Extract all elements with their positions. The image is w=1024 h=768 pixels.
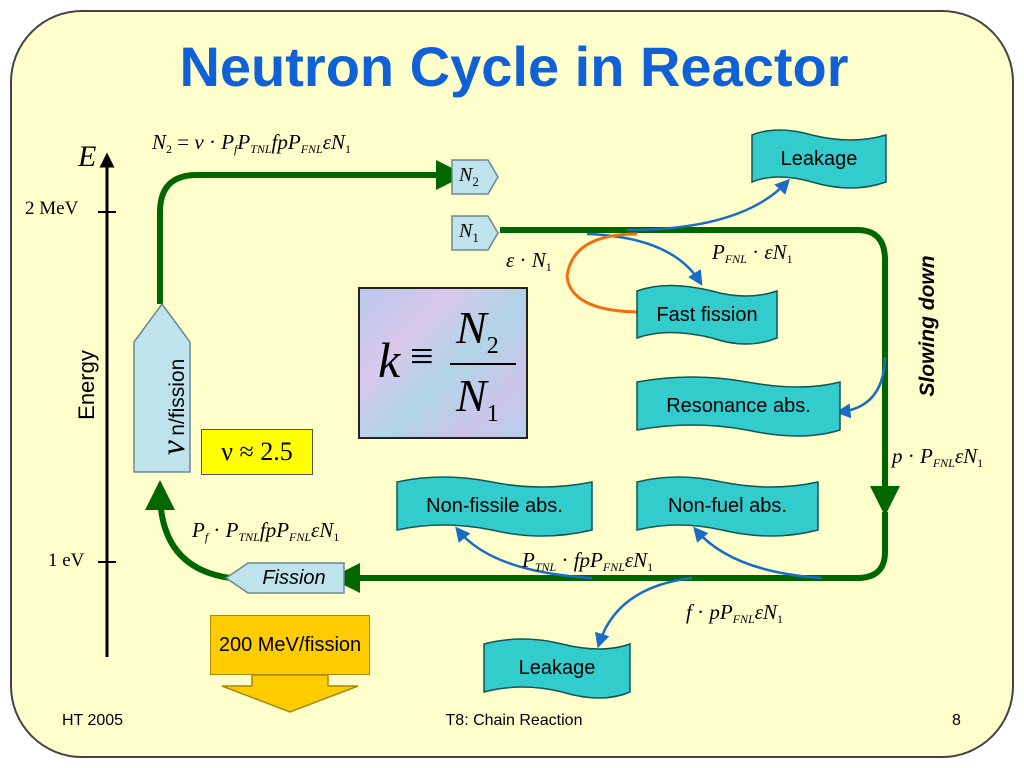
- fission-shape: [224, 562, 345, 594]
- flow-to-leakage-top: [626, 178, 791, 232]
- cycle-diagram: [98, 129, 900, 713]
- flow-to-non-fissile: [455, 526, 593, 580]
- n2-shape: [451, 159, 499, 195]
- leakage-top-shape: [751, 129, 887, 189]
- k-denominator: N1: [456, 370, 499, 428]
- non-fuel-label: Non-fuel abs.: [668, 495, 787, 517]
- mev-arrow-shape: [221, 674, 359, 713]
- eq-eps-n1: ε · N1: [506, 248, 552, 274]
- nu-fission-text: n/fission: [166, 358, 189, 436]
- flow-to-resonance: [835, 356, 887, 419]
- k-symbol: k: [378, 332, 401, 388]
- path-n1-slowing: [500, 227, 900, 516]
- nu-value-box: ν ≈ 2.5: [201, 429, 313, 475]
- axis-e-symbol: E: [78, 140, 97, 173]
- energy-axis-label: Energy: [74, 350, 99, 420]
- nu-fission-shape: [133, 302, 191, 473]
- nu-symbol: ν: [155, 440, 192, 456]
- slowing-down-label: Slowing down: [916, 255, 939, 397]
- fast-fission-label: Fast fission: [656, 304, 758, 326]
- fast-fission-loop: [565, 232, 643, 314]
- n1-shape: [451, 215, 499, 251]
- footer-right: 8: [952, 712, 961, 729]
- resonance-label: Resonance abs.: [666, 395, 811, 417]
- leakage-bottom-label: Leakage: [518, 657, 596, 679]
- path-up-to-n2: [157, 160, 466, 304]
- mev-box: 200 MeV/fission: [210, 615, 370, 675]
- flow-to-non-fuel: [693, 526, 823, 580]
- non-fissile-label: Non-fissile abs.: [426, 495, 563, 517]
- fraction-bar: [450, 363, 516, 365]
- resonance-shape: [636, 376, 841, 437]
- eq-pfnl: PFNL · εN1: [712, 240, 793, 266]
- tick-label-2mev: 2 MeV: [25, 198, 79, 219]
- non-fuel-shape: [636, 476, 819, 537]
- non-fissile-shape: [396, 476, 593, 537]
- slide: Neutron Cycle in Reactor: [10, 10, 1014, 758]
- nu-fission-label: ν n/fission: [155, 337, 192, 477]
- n1-label: N1: [459, 220, 479, 245]
- path-fission-to-nu: [145, 480, 231, 581]
- eq-ptnl: PTNL · fpPFNLεN1: [522, 548, 654, 574]
- fission-label: Fission: [262, 567, 326, 589]
- flow-to-fast-fission: [586, 232, 703, 286]
- footer-left: HT 2005: [62, 712, 124, 729]
- flow-to-leakage-bottom: [595, 576, 693, 649]
- leakage-bottom-shape: [483, 638, 631, 699]
- path-bottom-to-fission: [330, 512, 888, 593]
- eq-p-pfnl: p · PFNLεN1: [892, 444, 984, 470]
- eq-f: f · pPFNLεN1: [686, 600, 783, 626]
- n2-label: N2: [459, 164, 479, 189]
- eq-pf: Pf · PTNLfpPFNLεN1: [192, 518, 340, 544]
- eq-n2: N2 = ν · PfPTNLfpPFNLεN1: [152, 130, 352, 156]
- leakage-top-label: Leakage: [780, 148, 858, 170]
- equiv-symbol: ≡: [410, 334, 434, 380]
- fast-fission-shape: [636, 284, 778, 345]
- footer-center: T8: Chain Reaction: [445, 712, 583, 729]
- k-numerator: N2: [456, 302, 499, 360]
- tick-label-1ev: 1 eV: [48, 550, 85, 571]
- page-title: Neutron Cycle in Reactor: [179, 35, 849, 98]
- k-formula-box: k ≡ N2 N1: [358, 287, 528, 439]
